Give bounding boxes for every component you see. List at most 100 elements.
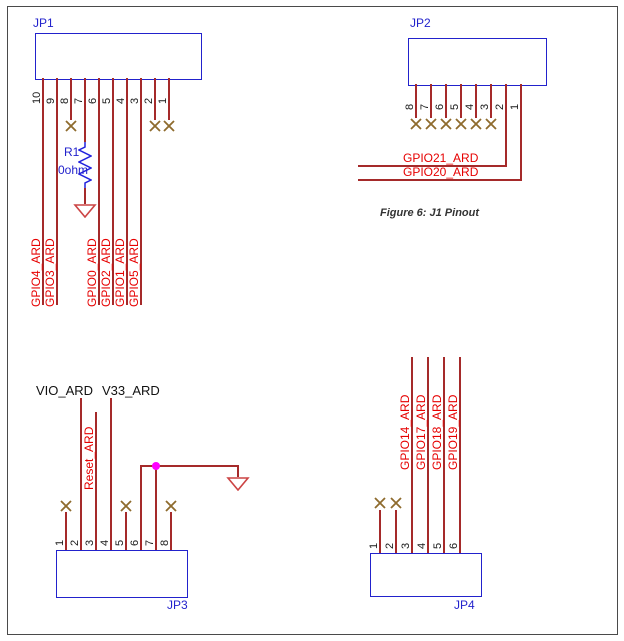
jp1-pin-number: 5 — [101, 97, 113, 104]
wire — [237, 465, 239, 477]
no-connect-icon — [485, 118, 497, 130]
jp4-connector-body — [370, 553, 482, 597]
wire — [80, 398, 82, 550]
jp3-designator: JP3 — [167, 598, 188, 612]
wire — [170, 512, 172, 550]
net-label: GPIO3_ARD — [43, 238, 57, 307]
wire — [445, 84, 447, 118]
ground-symbol-icon — [226, 477, 250, 491]
jp4-pin-number: 2 — [384, 542, 396, 549]
jp4-designator: JP4 — [454, 598, 475, 612]
page-border — [7, 6, 618, 635]
junction-dot — [152, 462, 160, 470]
net-label: GPIO4_ARD — [29, 238, 43, 307]
jp3-pin-number: 2 — [69, 539, 81, 546]
wire — [98, 78, 100, 305]
jp3-pin-number: 6 — [129, 539, 141, 546]
wire — [140, 465, 239, 467]
net-label: GPIO14_ARD — [398, 394, 412, 470]
no-connect-icon — [65, 120, 77, 132]
jp4-pin-number: 3 — [400, 542, 412, 549]
jp1-pin-number: 7 — [73, 97, 85, 104]
resistor-icon — [78, 142, 92, 188]
no-connect-icon — [149, 120, 161, 132]
net-label: GPIO18_ARD — [430, 394, 444, 470]
jp3-pin-number: 3 — [84, 539, 96, 546]
jp4-pin-number: 5 — [432, 542, 444, 549]
wire — [84, 188, 86, 204]
jp3-pin-number: 7 — [144, 539, 156, 546]
jp3-pin-number: 4 — [99, 539, 111, 546]
net-label: GPIO2_ARD — [99, 238, 113, 307]
jp2-pin-number: 3 — [479, 103, 491, 110]
no-connect-icon — [60, 500, 72, 512]
jp1-designator: JP1 — [33, 16, 54, 30]
jp1-pin-number: 2 — [143, 97, 155, 104]
no-connect-icon — [425, 118, 437, 130]
jp2-pin-number: 4 — [464, 103, 476, 110]
wire — [168, 78, 170, 120]
jp2-pin-number: 8 — [404, 103, 416, 110]
no-connect-icon — [120, 500, 132, 512]
no-connect-icon — [374, 497, 386, 509]
jp1-pin-number: 3 — [129, 97, 141, 104]
wire — [155, 465, 157, 550]
wire — [56, 78, 58, 305]
resistor-designator: R1 — [64, 145, 80, 159]
jp1-pin-number: 8 — [59, 97, 71, 104]
wire — [140, 465, 142, 550]
jp4-pin-number: 6 — [448, 542, 460, 549]
wire — [110, 398, 112, 550]
wire — [411, 357, 413, 553]
jp4-pin-number: 1 — [368, 542, 380, 549]
no-connect-icon — [163, 120, 175, 132]
wire — [70, 78, 72, 120]
wire — [42, 78, 44, 305]
wire — [443, 357, 445, 553]
wire — [459, 357, 461, 553]
wire — [415, 84, 417, 118]
jp1-connector-body — [35, 33, 202, 80]
jp1-pin-number: 6 — [87, 97, 99, 104]
jp1-pin-number: 4 — [115, 97, 127, 104]
jp2-pin-number: 1 — [509, 103, 521, 110]
net-label: GPIO5_ARD — [127, 238, 141, 307]
jp1-pin-number: 9 — [45, 97, 57, 104]
wire — [460, 84, 462, 118]
wire — [126, 78, 128, 305]
net-label: GPIO19_ARD — [446, 394, 460, 470]
wire — [430, 84, 432, 118]
jp2-designator: JP2 — [410, 16, 431, 30]
jp2-pin-number: 2 — [494, 103, 506, 110]
jp2-pin-number: 5 — [449, 103, 461, 110]
wire — [395, 510, 397, 553]
wire — [154, 78, 156, 120]
jp3-pin-number: 1 — [54, 539, 66, 546]
jp2-pin-number: 6 — [434, 103, 446, 110]
wire — [95, 412, 97, 550]
wire — [427, 357, 429, 553]
jp1-pin-number: 1 — [157, 97, 169, 104]
jp1-pin-number: 10 — [31, 91, 43, 104]
no-connect-icon — [440, 118, 452, 130]
no-connect-icon — [470, 118, 482, 130]
jp4-pin-number: 4 — [416, 542, 428, 549]
wire — [65, 512, 67, 550]
wire — [358, 165, 507, 167]
no-connect-icon — [455, 118, 467, 130]
net-label: GPIO17_ARD — [414, 394, 428, 470]
wire — [358, 179, 522, 181]
jp3-pin-number: 5 — [114, 539, 126, 546]
power-net-label: V33_ARD — [102, 383, 160, 398]
net-label: GPIO0_ARD — [85, 238, 99, 307]
no-connect-icon — [410, 118, 422, 130]
figure-caption: Figure 6: J1 Pinout — [380, 207, 480, 219]
wire — [379, 510, 381, 553]
wire — [84, 78, 86, 142]
wire — [490, 84, 492, 118]
net-label: GPIO20_ARD — [403, 165, 479, 179]
net-label: GPIO1_ARD — [113, 238, 127, 307]
wire — [112, 78, 114, 305]
wire — [520, 84, 522, 181]
jp3-pin-number: 8 — [159, 539, 171, 546]
